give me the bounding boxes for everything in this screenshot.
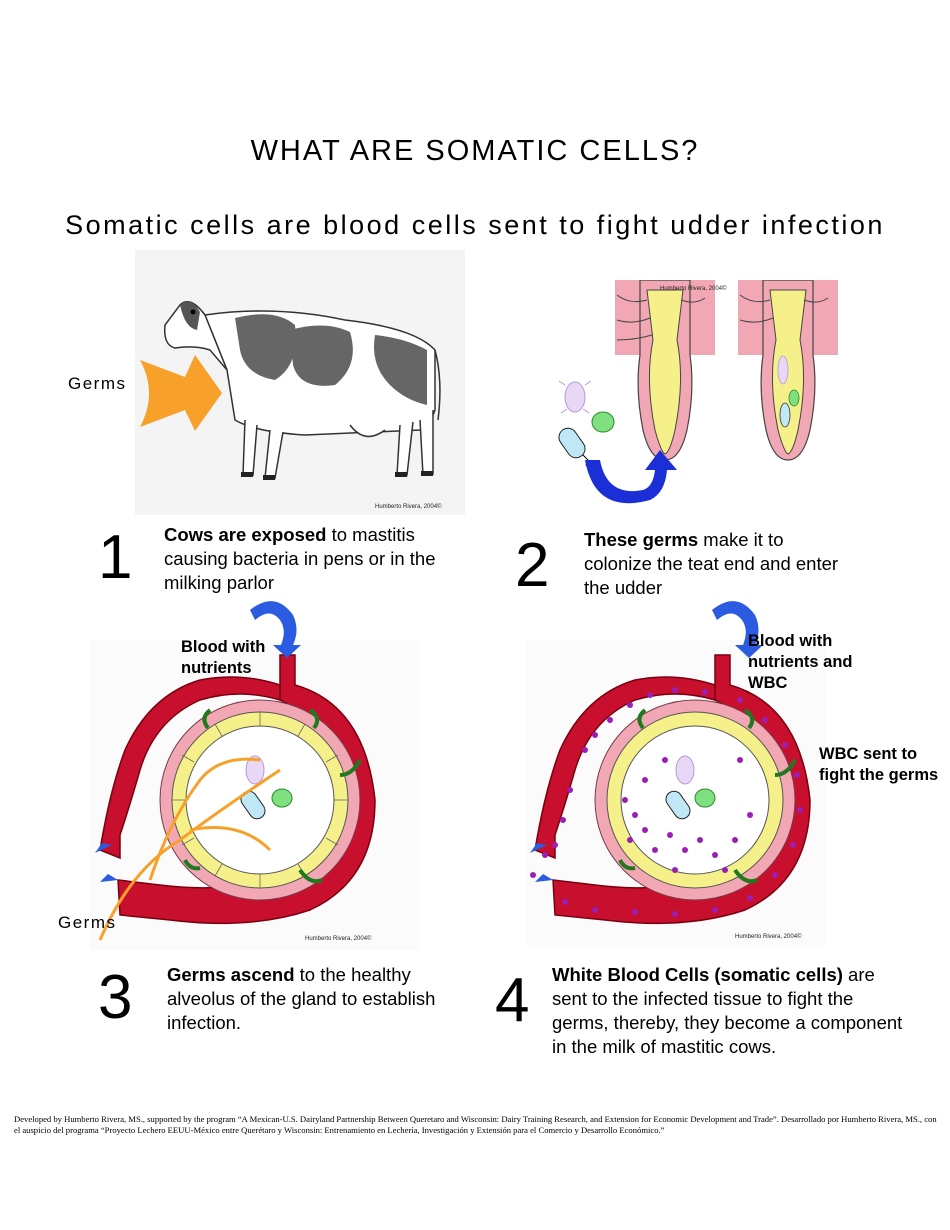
blood-label-4: Blood with nutrients and WBC <box>748 632 853 692</box>
germs-entering <box>558 380 677 504</box>
alveolus-wbc-diagram: Humberto Rivera, 2004© <box>525 640 825 945</box>
teat-diagram: Humberto Rivera, 2004© <box>615 280 838 461</box>
germs-label-3: Germs <box>58 913 117 932</box>
caption-4-bold: White Blood Cells (somatic cells) <box>552 964 843 985</box>
panel-3: Humberto Rivera, 2004© Blood with nutrie… <box>0 595 475 1055</box>
caption-3: Germs ascend to the healthy alveolus of … <box>167 963 467 1035</box>
footer-credits: Developed by Humberto Rivera, MS., suppo… <box>14 1114 937 1135</box>
alveolus-diagram: Humberto Rivera, 2004© <box>90 640 420 950</box>
credit-3: Humberto Rivera, 2004© <box>305 935 372 942</box>
caption-4: White Blood Cells (somatic cells) are se… <box>552 963 912 1059</box>
germ-icon <box>558 380 615 472</box>
germs-arrow <box>140 355 222 431</box>
caption-2-text: make it to colonize the teat end and ent… <box>584 529 839 598</box>
caption-2-bold: These germs <box>584 529 699 550</box>
caption-2: These germs make it to colonize the teat… <box>584 528 844 600</box>
step-number-2: 2 <box>515 531 550 600</box>
cow-illustration: Humberto Rivera, 2004© <box>135 250 465 515</box>
panel-1: Humberto Rivera, 2004© Germs 1 Cows are … <box>0 250 475 600</box>
panel-2: Humberto Rivera, 2004© 2 These germs mak… <box>475 250 950 600</box>
caption-4-text: are sent to the infected tissue to fight… <box>552 964 903 1057</box>
germs-label-1: Germs <box>68 374 127 393</box>
page-subtitle: Somatic cells are blood cells sent to fi… <box>65 210 885 240</box>
caption-1-bold: Cows are exposed <box>164 524 327 545</box>
caption-1-text: to mastitis causing bacteria in pens or … <box>164 524 436 593</box>
wbc-label: WBC sent to fight the germs <box>819 745 939 784</box>
credit-1: Humberto Rivera, 2004© <box>375 503 442 510</box>
blood-label-3: Blood with nutrients <box>181 638 266 677</box>
credit-4: Humberto Rivera, 2004© <box>735 933 802 940</box>
blood-wbc-in-arrow <box>712 601 763 658</box>
step-number-3: 3 <box>98 963 133 1032</box>
page-title: WHAT ARE SOMATIC CELLS? <box>250 135 700 167</box>
caption-3-text: to the healthy alveolus of the gland to … <box>167 964 436 1033</box>
caption-1: Cows are exposed to mastitis causing bac… <box>164 523 454 595</box>
step-number-1: 1 <box>98 523 133 592</box>
credit-2: Humberto Rivera, 2004© <box>660 285 727 292</box>
caption-3-bold: Germs ascend <box>167 964 295 985</box>
panel-4: Humberto Rivera, 2004© Blood with nutrie… <box>475 595 950 1057</box>
blood-in-arrow <box>250 601 301 658</box>
step-number-4: 4 <box>495 966 530 1035</box>
